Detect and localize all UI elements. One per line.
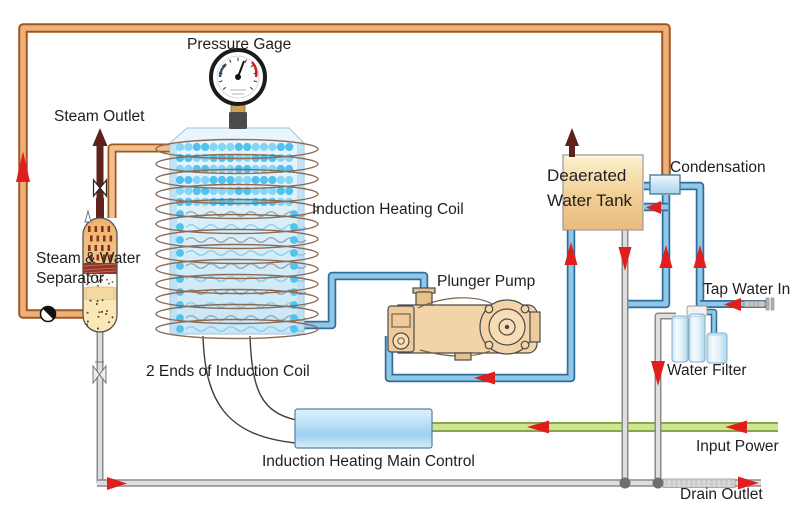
plunger-pump-icon <box>387 287 541 361</box>
drain-pipes <box>96 230 761 489</box>
faucet-icon <box>743 297 775 311</box>
main-control-box-icon <box>294 408 433 449</box>
flow-arrow-icon <box>618 247 632 271</box>
steam-water-separator-icon <box>82 198 118 333</box>
drain-junction <box>652 477 664 489</box>
flow-arrows <box>16 151 759 490</box>
flow-arrow-icon <box>527 420 549 434</box>
flow-arrow-icon <box>651 361 665 386</box>
drain-valve-icon <box>92 361 107 385</box>
flow-arrow-icon <box>738 476 759 490</box>
induction-coil-wires <box>202 335 297 444</box>
plunger-pump-label: Plunger Pump <box>437 273 536 290</box>
steam-outlet-arrow-icon <box>92 128 108 146</box>
induction-coil-vessel-icon <box>155 127 319 340</box>
condensation-exchanger-icon <box>649 174 681 195</box>
drain-junction <box>619 477 631 489</box>
separator-label-line2: Separator <box>36 270 105 287</box>
flow-arrow-icon <box>474 371 495 385</box>
water-filter-icon <box>671 305 728 364</box>
induction-coil-label: Induction Heating Coil <box>312 201 464 218</box>
coil-to-separator-pipe <box>107 143 172 218</box>
ball-valve-icon <box>39 305 57 323</box>
pressure-gage-label: Pressure Gage <box>187 36 292 53</box>
input-power-label: Input Power <box>696 438 779 455</box>
flow-arrow-icon <box>646 201 661 214</box>
flow-arrow-icon <box>724 298 741 311</box>
steam-outlet-label: Steam Outlet <box>54 108 145 125</box>
deaerated-water-tank-icon <box>562 128 644 231</box>
vent-arrow-icon <box>84 209 92 223</box>
tank-label-line1: Deaerated <box>547 166 627 185</box>
tap-water-in-label: Tap Water In <box>703 281 791 298</box>
coil-ends-label: 2 Ends of Induction Coil <box>146 363 310 380</box>
flow-arrow-icon <box>16 151 30 182</box>
separator-label-line1: Steam & Water <box>36 250 141 267</box>
flow-arrow-icon <box>693 245 707 268</box>
condensation-label: Condensation <box>670 159 766 176</box>
water-filter-label: Water Filter <box>667 362 747 379</box>
flow-arrow-icon <box>107 477 127 490</box>
pressure-gauge-icon <box>209 48 267 129</box>
flow-arrow-icon <box>564 242 578 265</box>
flow-arrow-icon <box>659 245 673 268</box>
steam-valve-icon <box>92 178 108 198</box>
drain-outlet-label: Drain Outlet <box>680 486 763 503</box>
flow-arrow-icon <box>725 420 747 434</box>
main-control-label: Induction Heating Main Control <box>262 453 475 470</box>
tank-label-line2: Water Tank <box>547 191 633 210</box>
tank-vent-arrow-icon <box>565 128 579 146</box>
